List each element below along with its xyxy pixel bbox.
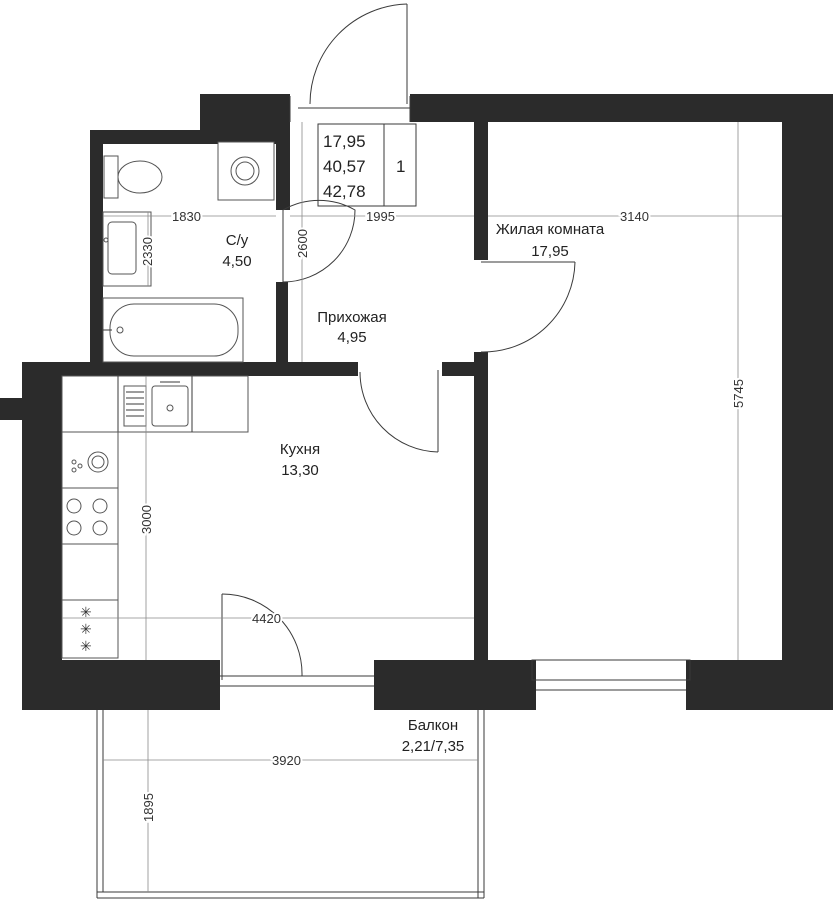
walls: [0, 94, 833, 710]
washer-dryer-icon: [71, 451, 109, 473]
washing-machine-icon: [217, 141, 275, 201]
fixtures: ✳ ✳ ✳: [61, 141, 275, 659]
kitchen-sink-icon: [151, 381, 189, 427]
hallway-name: Прихожая: [317, 309, 387, 326]
wall-kitchen-top-left: [36, 362, 358, 376]
bathroom-name: С/у: [226, 232, 249, 249]
dimension-labels: 1830 1995 3140 2330 2600 5745 3000 4420 …: [137, 207, 748, 824]
dim-bath-height: 2330: [140, 237, 155, 266]
openings: [220, 94, 691, 710]
dim-hall-width: 1995: [366, 209, 395, 224]
doors: [221, 3, 576, 680]
bathtub-icon: [102, 297, 244, 363]
info-total-area-balcony: 42,78: [323, 182, 366, 201]
balcony-door-opening: [220, 660, 374, 710]
wall-right: [782, 94, 833, 708]
wall-bottom-under: [22, 674, 833, 710]
wall-living-left-bottom: [474, 352, 488, 662]
dim-hall-height: 2600: [295, 229, 310, 258]
living-window-opening: [536, 660, 686, 710]
living-room-name: Жилая комната: [496, 221, 605, 238]
dim-kitchen-height: 3000: [139, 505, 154, 534]
living-room-area: 17,95: [531, 243, 569, 260]
dimension-lines: [62, 122, 782, 892]
dim-bath-width: 1830: [172, 209, 201, 224]
toilet-icon: [103, 155, 163, 199]
wall-top-right: [410, 94, 830, 122]
wall-bath-left: [90, 130, 103, 364]
balcony-name: Балкон: [408, 717, 458, 734]
svg-text:✳: ✳: [80, 621, 92, 637]
wall-left-stub: [0, 398, 40, 420]
wall-bath-top-left: [90, 130, 200, 144]
balcony-outline: [96, 710, 485, 899]
dim-balcony-width: 3920: [272, 753, 301, 768]
info-living-area: 17,95: [323, 132, 366, 151]
wall-bath-top-right: [200, 94, 290, 144]
kitchen-name: Кухня: [280, 441, 320, 458]
info-total-area: 40,57: [323, 157, 366, 176]
cooktop-icon: [61, 487, 119, 545]
info-rooms-count: 1: [396, 157, 405, 176]
dim-living-width: 3140: [620, 209, 649, 224]
fridge-icon: ✳ ✳ ✳: [61, 599, 119, 659]
room-labels: С/у 4,50 Прихожая 4,95 Жилая комната 17,…: [222, 219, 606, 755]
balcony-area: 2,21/7,35: [402, 738, 465, 755]
info-box: 17,95 40,57 42,78 1: [317, 123, 417, 207]
wall-bath-partition-low: [276, 282, 288, 362]
dim-living-height: 5745: [731, 379, 746, 408]
hallway-area: 4,95: [337, 329, 366, 346]
svg-text:✳: ✳: [80, 604, 92, 620]
bathroom-sink-icon: [102, 211, 152, 287]
dim-kitchen-width: 4420: [252, 611, 281, 626]
bathroom-area: 4,50: [222, 253, 251, 270]
svg-text:✳: ✳: [80, 638, 92, 654]
kitchen-area: 13,30: [281, 462, 319, 479]
dim-balcony-depth: 1895: [141, 793, 156, 822]
wall-bath-partition: [276, 144, 290, 210]
wall-kitchen-top-right: [442, 362, 488, 376]
wall-living-left-top: [474, 122, 488, 260]
